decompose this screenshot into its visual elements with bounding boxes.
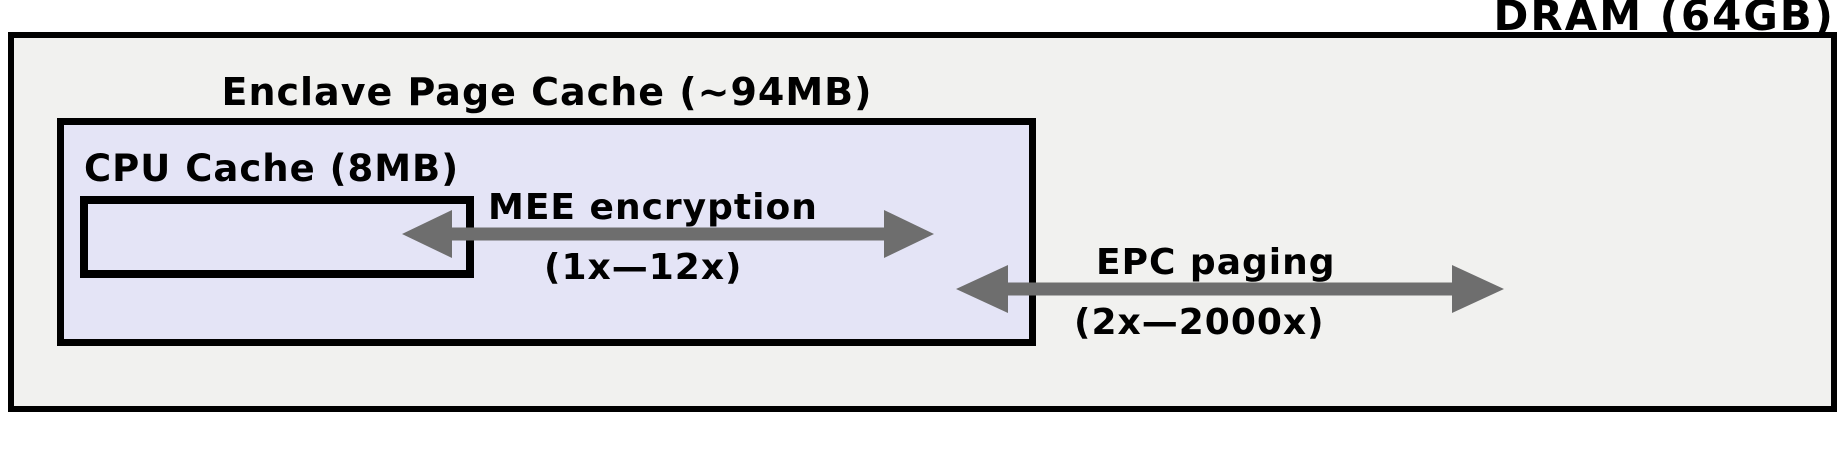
dram-label: DRAM (64GB) xyxy=(1493,0,1835,40)
epc-paging-label: EPC paging xyxy=(1096,242,1336,283)
cpu-cache-label: CPU Cache (8MB) xyxy=(84,147,460,190)
mee-encryption-arrow-icon xyxy=(402,210,934,258)
epc-paging-cost-label: (2x—2000x) xyxy=(1074,302,1325,343)
mee-encryption-label: MEE encryption xyxy=(488,187,818,228)
enclave-page-cache-title: Enclave Page Cache (~94MB) xyxy=(221,70,873,114)
mee-encryption-cost-label: (1x—12x) xyxy=(544,247,743,288)
epc-paging-arrow-icon xyxy=(956,265,1504,313)
